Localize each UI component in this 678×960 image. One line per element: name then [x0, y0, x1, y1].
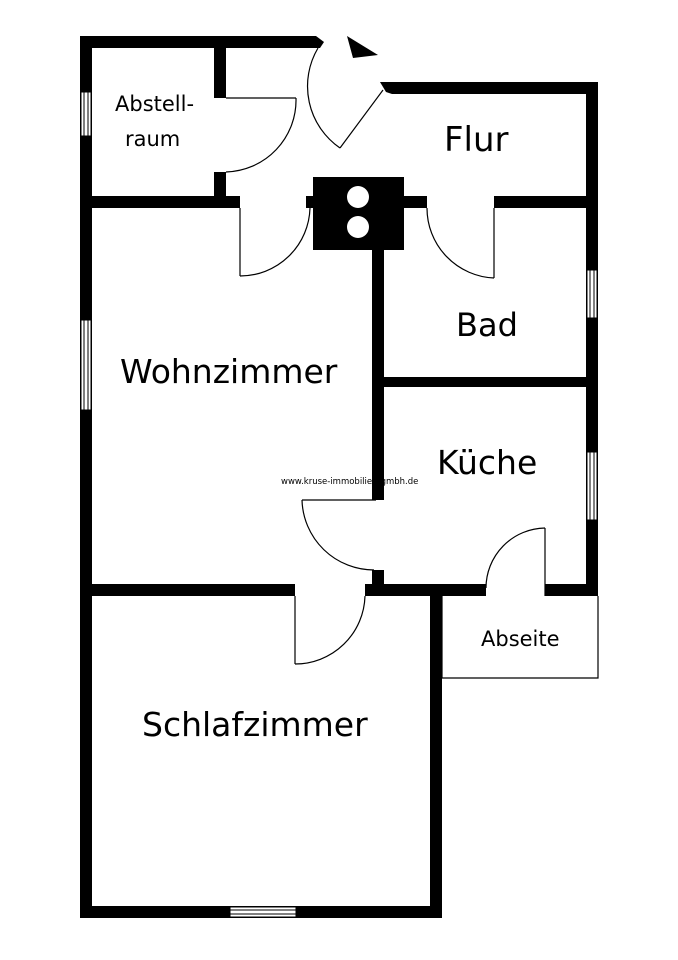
kueche-door [301, 499, 376, 571]
doors [225, 47, 546, 665]
room-label-abstellraum-2: raum [125, 127, 180, 151]
abseite-outline [441, 596, 599, 679]
room-label-schlafzimmer: Schlafzimmer [142, 705, 368, 744]
windows [80, 91, 598, 918]
room-label-flur: Flur [444, 120, 509, 160]
schlafzimmer-door [294, 595, 366, 665]
room-label-bad: Bad [456, 306, 518, 344]
abseite-door [485, 527, 546, 596]
entrance-door [306, 47, 384, 149]
credit-mcgrundriss: McGrundriss [590, 538, 598, 582]
room-label-wohnzimmer: Wohnzimmer [120, 352, 338, 391]
watermark-url: www.kruse-immobilien-gmbh.de [281, 477, 418, 487]
room-label-abseite: Abseite [481, 627, 560, 651]
bad-door [426, 207, 495, 279]
abstellraum-door [225, 97, 297, 173]
entrance-arrow-icon [347, 36, 378, 58]
wohnzimmer-door [239, 207, 311, 277]
chimney-flues [347, 186, 369, 238]
room-label-abstellraum-1: Abstell- [115, 92, 194, 116]
room-label-kueche: Küche [437, 443, 537, 482]
